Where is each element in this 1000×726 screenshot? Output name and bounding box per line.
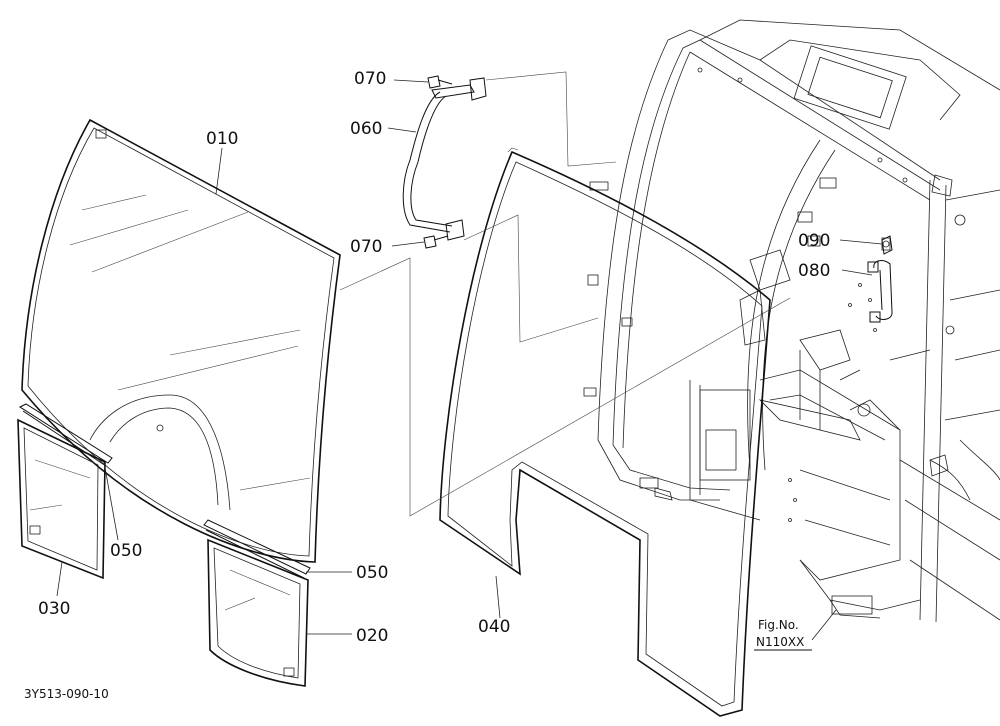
- fig-no-value: N110XX: [756, 635, 804, 649]
- callout-010: 010: [206, 129, 238, 149]
- callout-060: 060: [350, 119, 382, 139]
- drawing-code: 3Y513-090-10: [24, 687, 109, 701]
- callout-020: 020: [356, 626, 388, 646]
- callout-050-right: 050: [356, 563, 388, 583]
- door-seal-040: [439, 147, 771, 717]
- fig-no-label: Fig.No.: [758, 618, 799, 632]
- lower-glass-030: [17, 418, 106, 580]
- clip-090: [881, 235, 893, 255]
- seal-strip-050-b: [203, 519, 311, 579]
- callout-030: 030: [38, 599, 70, 619]
- assembly-guides: [339, 71, 791, 517]
- handrail-060: [402, 77, 487, 241]
- windshield-010: [21, 118, 341, 563]
- callout-040: 040: [478, 617, 510, 637]
- bolt-070-b: [423, 235, 449, 249]
- grab-handle-080: [867, 260, 893, 323]
- lower-glass-020: [207, 538, 309, 687]
- bolt-070-a: [427, 75, 453, 89]
- seal-strip-050-a: [18, 403, 113, 467]
- cab-frame: [583, 19, 1000, 623]
- callout-090: 090: [798, 231, 830, 251]
- callout-050-left: 050: [110, 541, 142, 561]
- callout-070-bottom: 070: [350, 237, 382, 257]
- figure-number-box: Fig.No. N110XX: [754, 618, 812, 651]
- callout-070-top: 070: [354, 69, 386, 89]
- callout-080: 080: [798, 261, 830, 281]
- leader-lines: [56, 79, 883, 641]
